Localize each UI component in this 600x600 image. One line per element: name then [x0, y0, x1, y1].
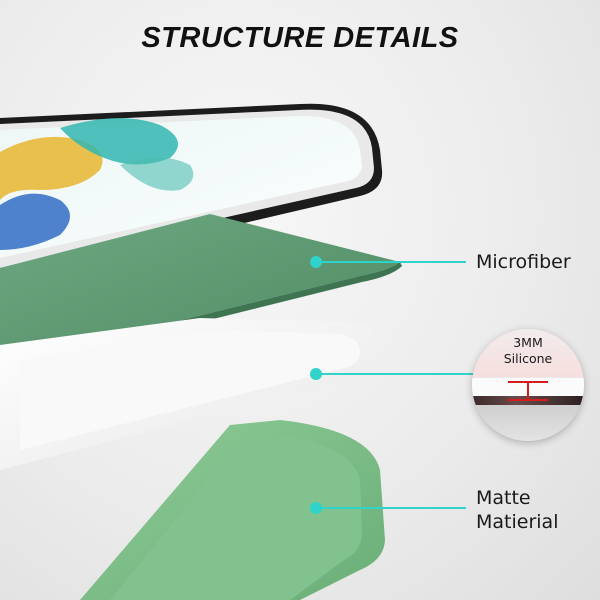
- callout-matte: [310, 502, 466, 514]
- silicone-label: Silicone: [503, 351, 553, 366]
- matte-case-layer: [80, 420, 385, 600]
- silicone-layer: [0, 318, 383, 470]
- matte-material-label: Matte Matierial: [476, 487, 559, 533]
- phone: [0, 103, 383, 280]
- microfiber-label: Microfiber: [476, 251, 571, 273]
- measure-bottom-line: [508, 399, 548, 401]
- callout-silicone: [310, 368, 474, 380]
- callout-microfiber: [310, 256, 466, 268]
- thickness-label: 3MM: [513, 335, 543, 350]
- silicone-zoom-detail: 3MM Silicone: [472, 329, 584, 441]
- page-title: STRUCTURE DETAILS: [141, 22, 459, 54]
- measure-vertical-line: [527, 381, 529, 401]
